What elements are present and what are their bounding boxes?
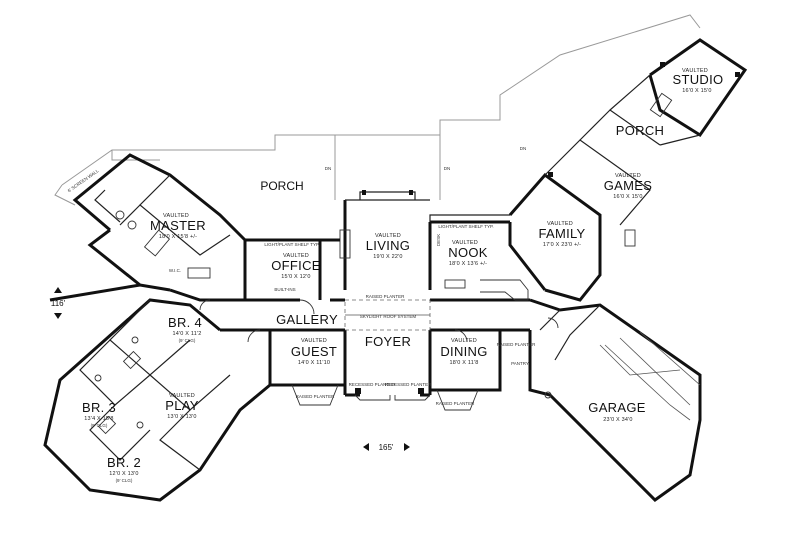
bedroom-wing xyxy=(43,298,271,502)
recessed-planter-label: RECESSED PLANTER xyxy=(349,382,397,387)
family-wing xyxy=(508,38,748,302)
br4-clg: (9' CLG) xyxy=(179,338,196,343)
recessed-planter-label-2: RECESSED PLANTER xyxy=(385,382,433,387)
master-vaulted: VAULTED xyxy=(163,213,189,219)
br2-clg: (9' CLG) xyxy=(116,478,133,483)
room-dining: VAULTED DINING 18'0 X 11'8 xyxy=(440,338,487,366)
raised-planter-label-4: RAISED PLANTER xyxy=(497,342,537,347)
studio-size: 16'0 X 15'0 xyxy=(682,88,711,94)
wic-label: W.I.C. xyxy=(169,268,181,273)
garage-wing xyxy=(528,298,702,502)
room-family: VAULTED FAMILY 17'0 X 23'0 +/- xyxy=(538,221,585,248)
guest-vaulted: VAULTED xyxy=(301,338,327,344)
desk-label: DESK xyxy=(436,234,441,246)
family-size: 17'0 X 23'0 +/- xyxy=(543,242,581,248)
nook-vaulted: VAULTED xyxy=(452,240,478,246)
room-br4: BR. 4 14'0 X 11'2 (9' CLG) xyxy=(168,315,202,343)
games-size: 16'0 X 15'0 xyxy=(613,194,642,200)
arrow-right-icon xyxy=(404,443,410,451)
room-play: VAULTED PLAY 13'0 X 13'0 xyxy=(165,393,199,420)
master-name: MASTER xyxy=(150,218,206,233)
garage-name: GARAGE xyxy=(588,400,645,415)
raised-planter-label-3: RAISED PLANTER xyxy=(366,294,406,299)
br4-name: BR. 4 xyxy=(168,315,202,330)
arrow-left-icon xyxy=(363,443,369,451)
dn-label-2: DN xyxy=(444,166,451,171)
room-office: VAULTED OFFICE 15'0 X 12'0 xyxy=(271,253,320,280)
room-gallery: GALLERY xyxy=(276,312,338,327)
light-plant-shelf-label: LIGHT/PLANT SHELF TYP. xyxy=(264,242,319,247)
room-foyer: FOYER xyxy=(365,334,411,349)
room-porch-main: PORCH xyxy=(260,179,303,193)
depth-dimension: 116' xyxy=(51,287,66,319)
play-vaulted: VAULTED xyxy=(169,393,195,399)
master-wing xyxy=(49,153,247,302)
games-vaulted: VAULTED xyxy=(615,173,641,179)
raised-planter-label: RAISED PLANTER xyxy=(296,394,336,399)
studio-vaulted: VAULTED xyxy=(682,68,708,74)
dining-size: 18'0 X 11'8 xyxy=(450,360,479,366)
living-vaulted: VAULTED xyxy=(375,233,401,239)
room-living: VAULTED LIVING 19'0 X 22'0 xyxy=(366,233,410,260)
room-studio: VAULTED STUDIO 16'0 X 15'0 xyxy=(673,68,724,94)
nook-size: 18'0 X 13'6 +/- xyxy=(449,261,487,267)
garage-size: 23'0 X 34'0 xyxy=(603,417,632,423)
width-dimension: 165' xyxy=(363,443,410,452)
room-nook: VAULTED NOOK 18'0 X 13'6 +/- xyxy=(448,240,488,267)
br2-name: BR. 2 xyxy=(107,455,141,470)
room-porch-east: PORCH xyxy=(616,123,664,138)
room-master: VAULTED MASTER 18'0 X 15'8 +/- xyxy=(150,213,206,240)
family-name: FAMILY xyxy=(538,226,585,241)
room-br2: BR. 2 12'0 X 13'0 (9' CLG) xyxy=(107,455,141,483)
dn-label: DN xyxy=(325,166,332,171)
play-name: PLAY xyxy=(165,398,199,413)
office-size: 15'0 X 12'0 xyxy=(281,274,310,280)
raised-planter-label-2: RAISED PLANTER xyxy=(436,401,476,406)
dining-name: DINING xyxy=(440,344,487,359)
door-swings xyxy=(199,299,559,343)
br3-clg: (9' CLG) xyxy=(91,423,108,428)
porch-outline xyxy=(54,14,701,206)
dining-vaulted: VAULTED xyxy=(451,338,477,344)
office-vaulted: VAULTED xyxy=(283,253,309,259)
br3-size: 13'4 X 15'8 xyxy=(84,416,113,422)
arrow-up-icon xyxy=(54,287,62,293)
room-guest: VAULTED GUEST 14'0 X 11'10 xyxy=(291,338,337,366)
nook-name: NOOK xyxy=(448,245,488,260)
room-garage: GARAGE 23'0 X 34'0 xyxy=(588,400,645,423)
living-size: 19'0 X 22'0 xyxy=(373,254,402,260)
room-games: VAULTED GAMES 16'0 X 15'0 xyxy=(604,173,652,200)
width-value: 165' xyxy=(379,443,394,452)
central-core xyxy=(220,190,530,411)
built-ins-label: BUILT-INS xyxy=(274,287,295,292)
pantry-label: PANTRY xyxy=(511,361,529,366)
br3-name: BR. 3 xyxy=(82,400,116,415)
dn-label-3: DN xyxy=(520,146,527,151)
light-plant-shelf-label-2: LIGHT/PLANT SHELF TYP. xyxy=(438,224,493,229)
screen-wall-label: 6' SCREEN WALL xyxy=(67,168,100,193)
guest-name: GUEST xyxy=(291,344,337,359)
room-br3: BR. 3 13'4 X 15'8 (9' CLG) xyxy=(82,400,116,428)
skylight-label: SKYLIGHT ROOF SYSTEM xyxy=(360,314,416,319)
games-name: GAMES xyxy=(604,178,652,193)
living-name: LIVING xyxy=(366,238,410,253)
br4-size: 14'0 X 11'2 xyxy=(173,331,202,337)
office-name: OFFICE xyxy=(271,258,320,273)
arrow-down-icon xyxy=(54,313,62,319)
guest-size: 14'0 X 11'10 xyxy=(298,360,330,366)
studio-name: STUDIO xyxy=(673,72,724,87)
master-size: 18'0 X 15'8 +/- xyxy=(159,234,197,240)
play-size: 13'0 X 13'0 xyxy=(167,414,196,420)
br2-size: 12'0 X 13'0 xyxy=(109,471,138,477)
depth-value: 116' xyxy=(51,299,66,308)
family-vaulted: VAULTED xyxy=(547,221,573,227)
